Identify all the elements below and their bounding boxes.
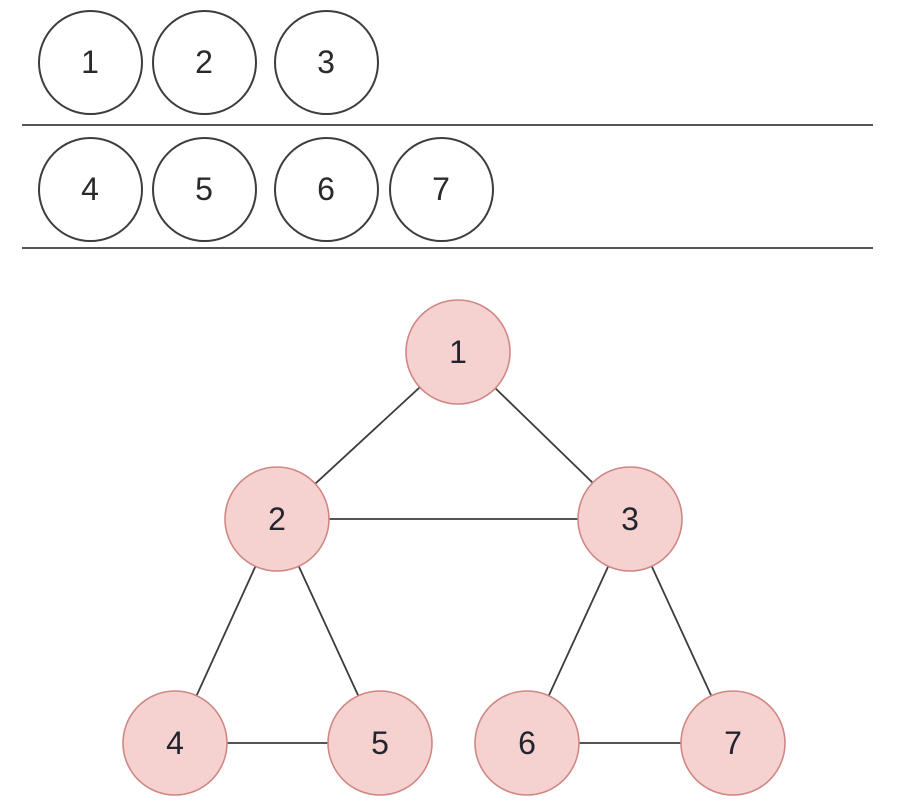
queue-circle-label: 3 (317, 44, 335, 80)
queue-circle-1: 1 (37, 9, 143, 115)
queue-circle-7: 7 (388, 136, 494, 242)
graph-node-circle (327, 690, 433, 796)
queue-circle-label: 5 (195, 171, 213, 207)
queue-circle-2: 2 (151, 9, 257, 115)
graph-node-2: 2 (224, 466, 330, 572)
graph-node-label: 6 (518, 725, 536, 761)
graph-node-circle (405, 299, 511, 405)
graph-node-5: 5 (327, 690, 433, 796)
graph-node-circle (474, 690, 580, 796)
graph-node-circle (122, 690, 228, 796)
queue-circle-label: 6 (317, 171, 335, 207)
graph-node-3: 3 (577, 466, 683, 572)
queue-circle-label: 2 (195, 44, 213, 80)
graph-node-circle (680, 690, 786, 796)
graph-node-4: 4 (122, 690, 228, 796)
graph-node-6: 6 (474, 690, 580, 796)
graph-node-7: 7 (680, 690, 786, 796)
graph-node-circle (577, 466, 683, 572)
queue-circle-6: 6 (273, 136, 379, 242)
graph-node-label: 3 (621, 501, 639, 537)
adjacency-rows-panel: 1 2 3 4 5 6 7 (0, 0, 901, 260)
graph-node-circle (224, 466, 330, 572)
queue-circle-label: 7 (432, 171, 450, 207)
queue-circle-label: 1 (81, 44, 99, 80)
graph-node-label: 1 (449, 334, 467, 370)
graph-node-label: 5 (371, 725, 389, 761)
queue-circle-4: 4 (37, 136, 143, 242)
queue-circle-label: 4 (81, 171, 99, 207)
queue-circle-3: 3 (273, 9, 379, 115)
row-separator-1 (22, 124, 873, 126)
graph-node-label: 4 (166, 725, 184, 761)
graph-node-label: 2 (268, 501, 286, 537)
queue-circle-5: 5 (151, 136, 257, 242)
graph-node-label: 7 (724, 725, 742, 761)
graph-node-1: 1 (405, 299, 511, 405)
row-separator-2 (22, 247, 873, 249)
